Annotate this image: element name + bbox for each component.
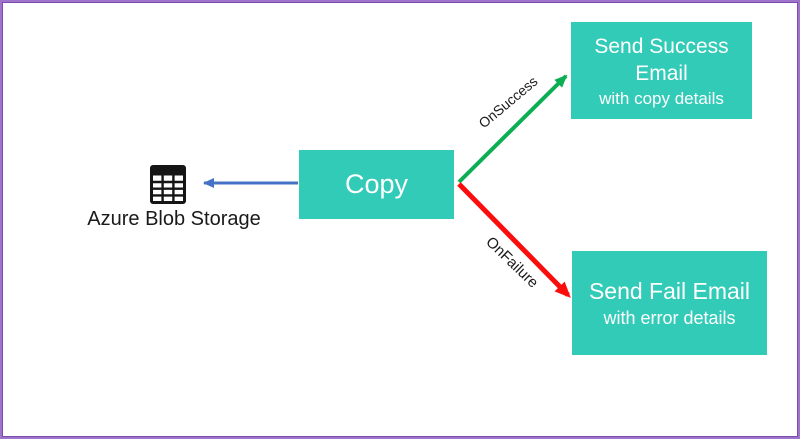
- send-fail-email-subtitle: with error details: [603, 307, 736, 328]
- onfailure-edge-label: OnFailure: [482, 233, 542, 292]
- azure-blob-storage-icon: [150, 164, 186, 204]
- azure-blob-storage-label: Azure Blob Storage: [87, 208, 261, 230]
- copy-activity-label: Copy: [344, 169, 409, 199]
- send-success-email-subtitle: with copy details: [599, 88, 724, 108]
- table-storage-icon: [150, 165, 186, 204]
- send-success-email-node: Send Success Email with copy details: [571, 22, 752, 119]
- send-success-email-title: Send Success Email: [594, 34, 729, 86]
- send-fail-email-node: Send Fail Email with error details: [572, 251, 767, 355]
- send-fail-email-title: Send Fail Email: [588, 277, 751, 304]
- onsuccess-edge-label: OnSuccess: [475, 72, 541, 132]
- copy-activity-node: Copy: [299, 150, 454, 219]
